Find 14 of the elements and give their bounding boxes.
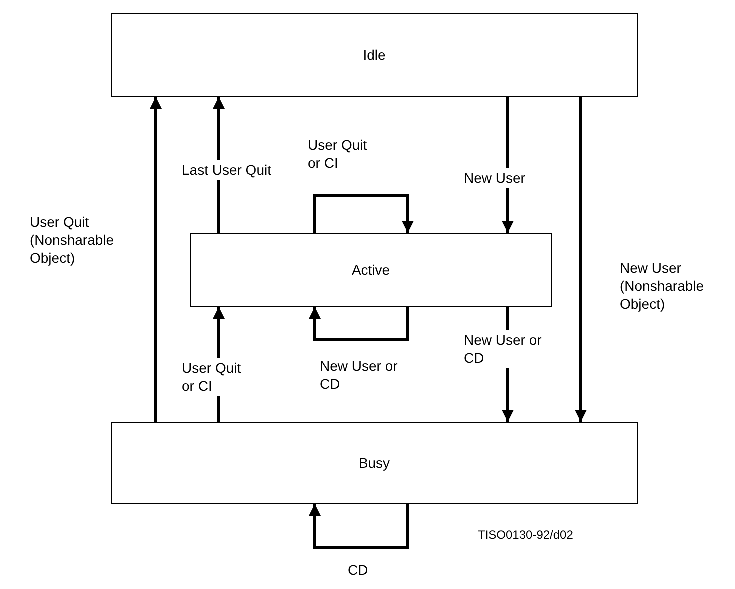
- state-name: Active: [352, 262, 390, 278]
- edge-label: New User: [462, 168, 528, 188]
- arrow: [150, 97, 162, 422]
- figure-code: TISO0130-92/d02: [478, 528, 574, 542]
- state-box: [111, 13, 638, 97]
- arrow: [575, 97, 587, 422]
- state-name: Idle: [363, 47, 386, 63]
- arrow: [314, 194, 414, 233]
- arrow: [309, 307, 410, 342]
- edge-label: Last User Quit: [180, 160, 274, 180]
- state-name: Busy: [358, 455, 390, 471]
- state-box: [190, 233, 552, 307]
- state-box: [111, 422, 638, 504]
- arrow: [309, 504, 410, 550]
